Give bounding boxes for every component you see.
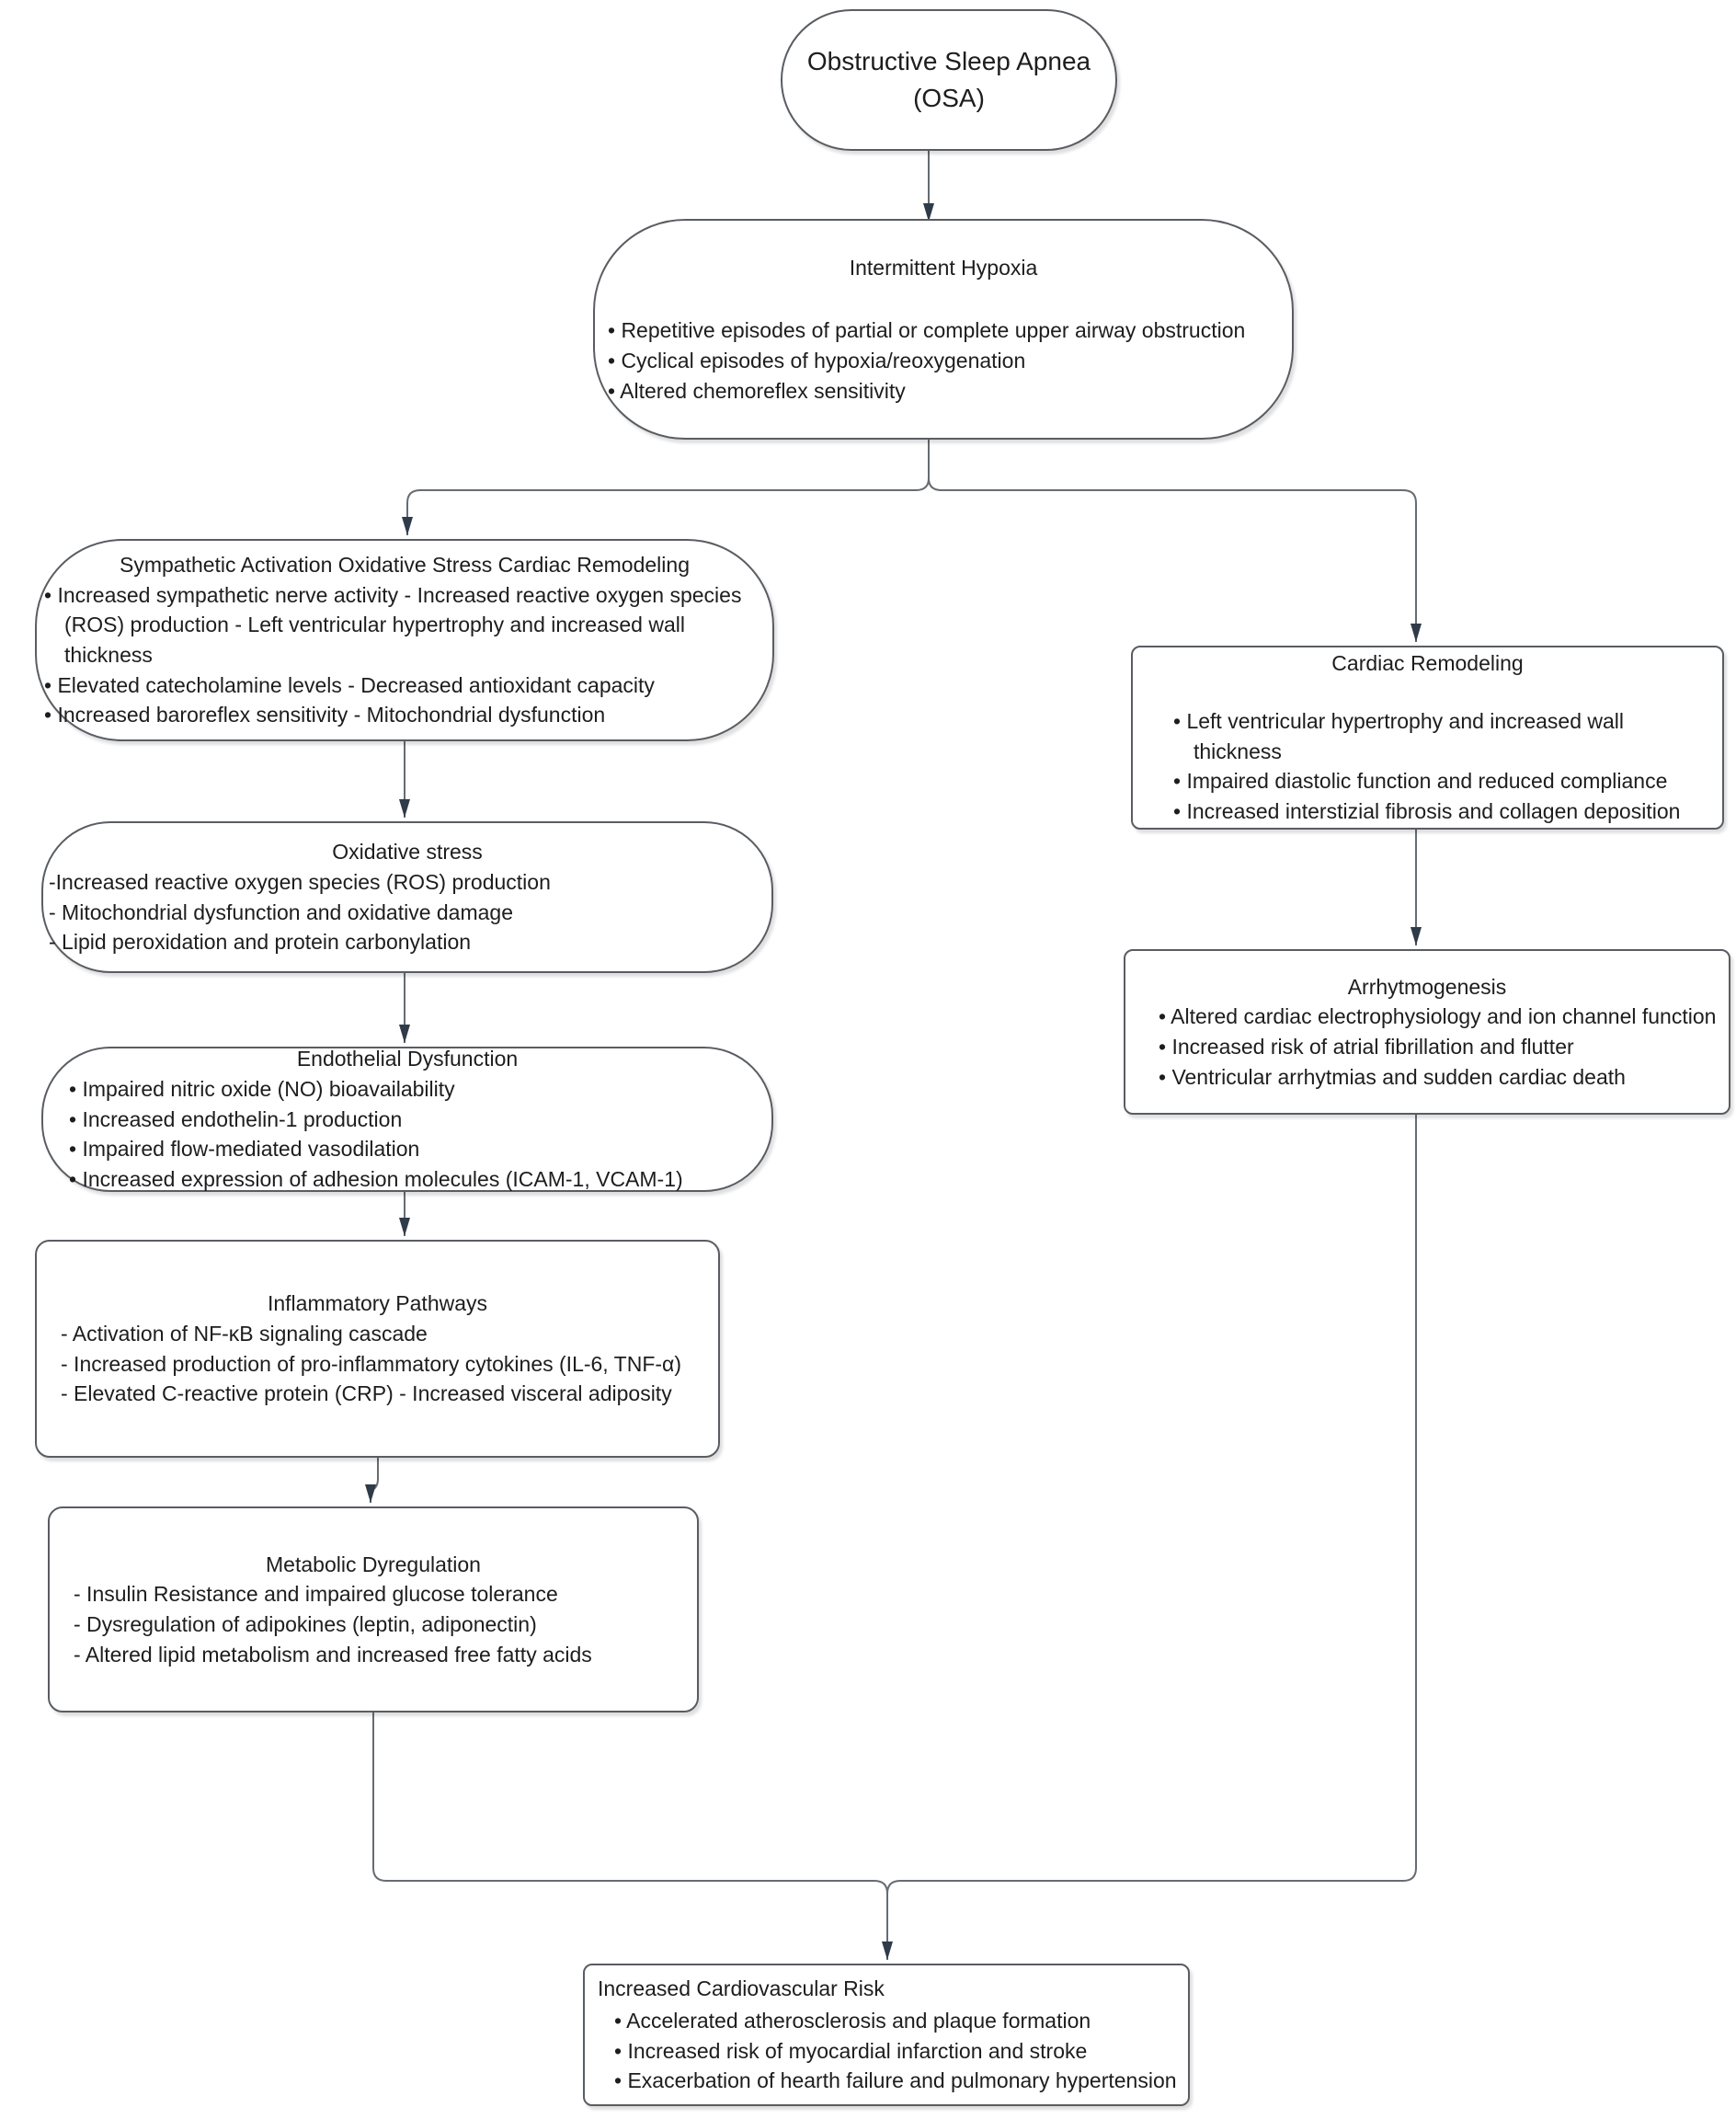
- node-body: • Repetitive episodes of partial or comp…: [595, 315, 1292, 406]
- bullet-line: • Increased risk of atrial fibrillation …: [1159, 1035, 1574, 1059]
- node-arrhytmogenesis: Arrhytmogenesis • Altered cardiac electr…: [1124, 949, 1730, 1115]
- bullet-line: • Left ventricular hypertrophy and incre…: [1173, 709, 1625, 763]
- node-body: - Insulin Resistance and impaired glucos…: [50, 1579, 697, 1669]
- bullet-line: - Increased production of pro-inflammato…: [61, 1351, 681, 1376]
- node-oxidative-stress: Oxidative stress -Increased reactive oxy…: [41, 821, 773, 973]
- node-metabolic-dyregulation: Metabolic Dyregulation - Insulin Resista…: [48, 1506, 699, 1712]
- node-title: Intermittent Hypoxia: [849, 255, 1038, 280]
- edge-inflammatory-to-metabolic: [365, 1458, 379, 1503]
- bullet-line: • Ventricular arrhytmias and sudden card…: [1159, 1064, 1626, 1089]
- bullet-line: • Increased baroreflex sensitivity - Mit…: [44, 703, 606, 727]
- bullet-line: • Repetitive episodes of partial or comp…: [608, 318, 1246, 343]
- bullet-line: -Increased reactive oxygen species (ROS)…: [49, 869, 551, 894]
- node-body: • Left ventricular hypertrophy and incre…: [1133, 706, 1722, 827]
- node-body: • Impaired nitric oxide (NO) bioavailabi…: [43, 1074, 771, 1195]
- bullet-line: • Elevated catecholamine levels - Decrea…: [44, 672, 655, 697]
- node-intermittent-hypoxia: Intermittent Hypoxia • Repetitive episod…: [593, 219, 1294, 440]
- bullet-line: - Activation of NF-κB signaling cascade: [61, 1321, 428, 1346]
- node-title: Inflammatory Pathways: [267, 1291, 488, 1316]
- bullet-line: • Increased interstizial fibrosis and co…: [1173, 798, 1681, 823]
- node-cardiac-remodeling: Cardiac Remodeling • Left ventricular hy…: [1131, 646, 1724, 830]
- edge-metabolic-to-merge: [372, 1712, 888, 1895]
- bullet-line: • Impaired nitric oxide (NO) bioavailabi…: [69, 1077, 455, 1102]
- node-title: Arrhytmogenesis: [1347, 974, 1507, 999]
- bullet-line: • Increased sympathetic nerve activity -…: [44, 582, 742, 667]
- bullet-line: - Dysregulation of adipokines (leptin, a…: [74, 1612, 537, 1636]
- bullet-line: • Impaired diastolic function and reduce…: [1173, 769, 1668, 794]
- bullet-line: - Insulin Resistance and impaired glucos…: [74, 1582, 558, 1607]
- node-body: -Increased reactive oxygen species (ROS)…: [43, 867, 771, 957]
- node-body: • Altered cardiac electrophysiology and …: [1125, 1002, 1729, 1092]
- node-title: Metabolic Dyregulation: [266, 1552, 481, 1576]
- node-body: • Increased sympathetic nerve activity -…: [37, 580, 772, 730]
- bullet-line: • Exacerbation of hearth failure and pul…: [614, 2068, 1177, 2093]
- bullet-line: - Lipid peroxidation and protein carbony…: [49, 930, 472, 955]
- bullet-line: • Impaired flow-mediated vasodilation: [69, 1137, 420, 1162]
- bullet-line: • Increased expression of adhesion molec…: [69, 1166, 683, 1191]
- node-obstructive-sleep-apnea: Obstructive Sleep Apnea (OSA): [781, 9, 1117, 151]
- node-inflammatory-pathways: Inflammatory Pathways - Activation of NF…: [35, 1240, 720, 1458]
- bullet-line: - Altered lipid metabolism and increased…: [74, 1642, 592, 1667]
- edge-arrhytmogenesis-to-merge: [886, 1115, 1417, 1895]
- node-increased-cardiovascular-risk: Increased Cardiovascular Risk • Accelera…: [583, 1964, 1190, 2106]
- node-body: • Accelerated atherosclerosis and plaque…: [585, 2006, 1188, 2096]
- bullet-line: - Mitochondrial dysfunction and oxidativ…: [49, 899, 514, 924]
- bullet-line: • Increased risk of myocardial infarctio…: [614, 2038, 1088, 2063]
- bullet-line: - Elevated C-reactive protein (CRP) - In…: [61, 1381, 672, 1406]
- bullet-line: • Cyclical episodes of hypoxia/reoxygena…: [608, 349, 1026, 372]
- node-title: Obstructive Sleep Apnea (OSA): [806, 47, 1091, 112]
- bullet-line: • Accelerated atherosclerosis and plaque…: [614, 2008, 1091, 2033]
- edge-hypoxia-to-sympathetic: [402, 440, 930, 535]
- node-endothelial-dysfunction: Endothelial Dysfunction • Impaired nitri…: [41, 1047, 773, 1192]
- node-title: Cardiac Remodeling: [1331, 651, 1524, 676]
- bullet-line: • Increased endothelin-1 production: [69, 1106, 403, 1131]
- node-title: Sympathetic Activation Oxidative Stress …: [119, 553, 690, 578]
- node-title: Oxidative stress: [332, 840, 483, 865]
- node-title: Endothelial Dysfunction: [296, 1047, 519, 1071]
- bullet-line: • Altered cardiac electrophysiology and …: [1159, 1004, 1717, 1029]
- node-sympathetic-activation: Sympathetic Activation Oxidative Stress …: [35, 539, 774, 741]
- bullet-line: • Altered chemoreflex sensitivity: [608, 378, 906, 403]
- edge-hypoxia-to-cardiac: [928, 440, 1422, 642]
- node-body: - Activation of NF-κB signaling cascade …: [37, 1319, 718, 1409]
- node-title: Increased Cardiovascular Risk: [598, 1976, 885, 2001]
